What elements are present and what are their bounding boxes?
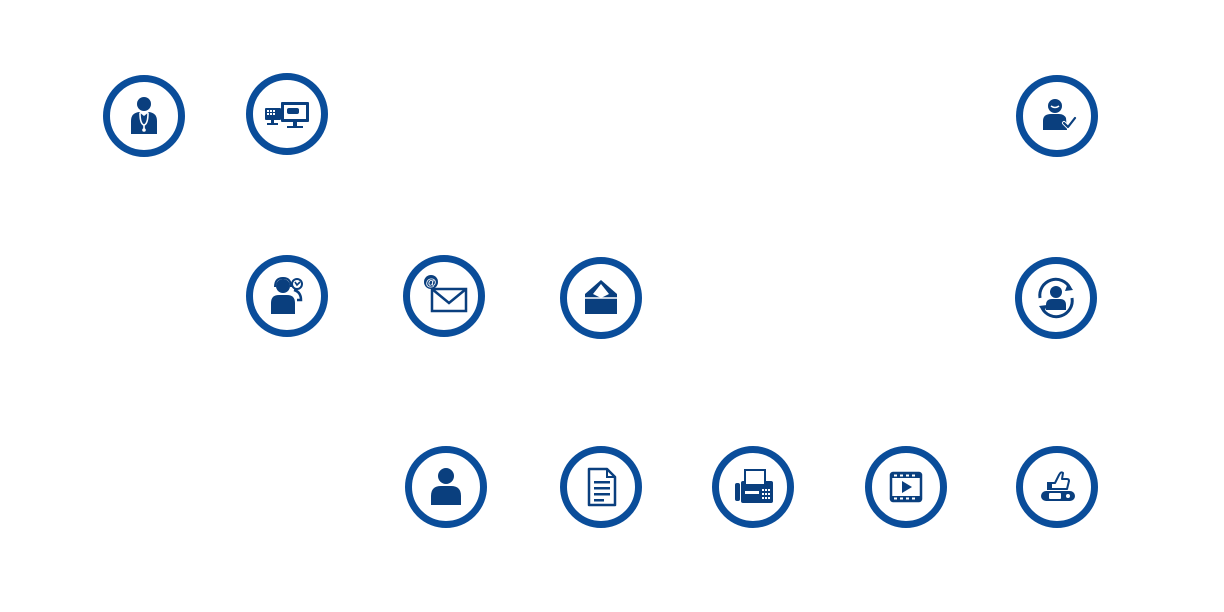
person-icon	[431, 468, 461, 505]
document-button[interactable]	[560, 446, 642, 528]
computers-icon	[265, 102, 309, 128]
sync-button[interactable]	[1015, 257, 1097, 339]
person-sync-icon	[1038, 277, 1074, 319]
email-button[interactable]: @	[403, 255, 485, 337]
doctor-button[interactable]	[103, 75, 185, 157]
video-icon	[889, 471, 923, 503]
thumbs-up-icon	[1041, 471, 1075, 501]
phone-support-icon	[271, 276, 303, 314]
mailbox-button[interactable]	[560, 257, 642, 339]
person-check-icon	[1043, 99, 1077, 130]
mailbox-icon	[585, 280, 617, 314]
person-button[interactable]	[405, 446, 487, 528]
fax-button[interactable]	[712, 446, 794, 528]
svg-text:@: @	[426, 277, 437, 289]
fax-icon	[735, 469, 773, 503]
doctor-icon	[131, 97, 157, 134]
like-button[interactable]	[1016, 446, 1098, 528]
email-icon: @	[424, 275, 468, 313]
video-button[interactable]	[865, 446, 947, 528]
approve-button[interactable]	[1016, 75, 1098, 157]
computers-button[interactable]	[246, 73, 328, 155]
document-icon	[587, 467, 617, 507]
phone-support-button[interactable]	[246, 255, 328, 337]
